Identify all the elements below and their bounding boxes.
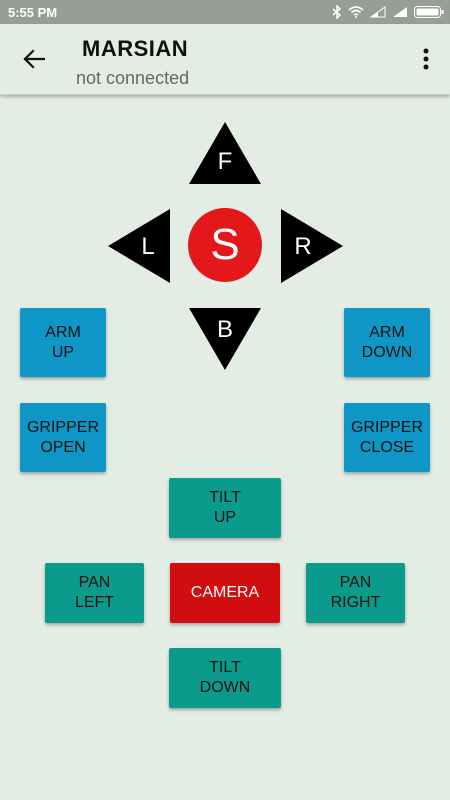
connection-status: not connected (76, 68, 190, 88)
pan-left-button[interactable]: PAN LEFT (45, 563, 144, 623)
tilt-up-button[interactable]: TILT UP (169, 478, 281, 538)
overflow-menu-button[interactable] (416, 44, 436, 78)
app-title: MARSIAN (82, 36, 189, 61)
arrow-left-icon (23, 48, 46, 74)
app-bar: MARSIAN not connected (0, 24, 450, 95)
forward-button[interactable]: F (189, 122, 261, 184)
signal-icon-2 (392, 6, 408, 18)
arm-up-button[interactable]: ARM UP (20, 308, 106, 377)
left-button[interactable]: L (108, 209, 170, 283)
triangle-left-icon (108, 209, 170, 283)
camera-button[interactable]: CAMERA (170, 563, 280, 623)
triangle-down-icon (189, 308, 261, 370)
back-button[interactable] (14, 41, 54, 81)
pan-right-button[interactable]: PAN RIGHT (306, 563, 405, 623)
gripper-close-button[interactable]: GRIPPER CLOSE (344, 403, 430, 472)
tilt-down-button[interactable]: TILT DOWN (169, 648, 281, 708)
back-move-button[interactable]: B (189, 308, 261, 370)
triangle-up-icon (189, 122, 261, 184)
status-time: 5:55 PM (8, 5, 58, 20)
right-label: R (294, 233, 312, 260)
stop-button[interactable]: S (188, 208, 262, 282)
left-label: L (141, 233, 155, 260)
battery-icon (414, 6, 444, 18)
arm-down-button[interactable]: ARM DOWN (344, 308, 430, 377)
wifi-icon (348, 6, 364, 18)
right-button[interactable]: R (281, 209, 343, 283)
signal-icon (370, 6, 386, 18)
status-bar: 5:55 PM (0, 0, 450, 24)
status-icons (332, 3, 444, 21)
forward-label: F (217, 148, 233, 175)
triangle-right-icon (281, 209, 343, 283)
back-label: B (216, 316, 233, 343)
more-vertical-icon (423, 48, 429, 75)
bluetooth-icon (332, 5, 342, 19)
gripper-open-button[interactable]: GRIPPER OPEN (20, 403, 106, 472)
